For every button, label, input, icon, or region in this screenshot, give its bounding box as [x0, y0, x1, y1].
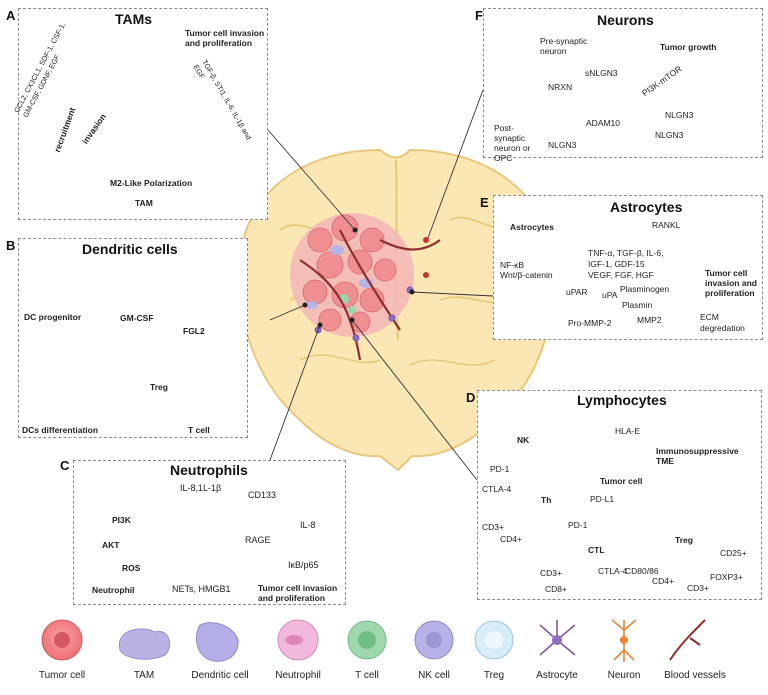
panel-c-title: Neutrophils — [170, 462, 248, 478]
panel-e-tumor-label: Tumor cell invasion and proliferation — [705, 268, 757, 298]
panel-f-title: Neurons — [597, 12, 654, 28]
panel-d-cd3b: CD3+ — [540, 568, 562, 578]
panel-d-pdl1: PD-L1 — [590, 494, 615, 504]
panel-d-foxp3: FOXP3+ — [710, 572, 743, 582]
panel-f-adam10: ADAM10 — [586, 118, 621, 128]
legend-tumor-cell: Tumor cell — [38, 670, 86, 681]
panel-e-astrocytes: Astrocytes — [510, 222, 554, 232]
panel-d-nk: NK — [517, 435, 530, 445]
panel-f — [483, 8, 763, 158]
panel-d-pd1a: PD-1 — [490, 464, 510, 474]
panel-b-letter: B — [6, 238, 16, 253]
panel-b-dcs-diff: DCs differentiation — [22, 425, 99, 435]
panel-d-cd3a: CD3+ — [482, 522, 504, 532]
panel-c-il8: IL-8 — [300, 520, 316, 530]
panel-a-title: TAMs — [115, 11, 153, 27]
panel-d-cd8086: CD80/86 — [625, 566, 659, 576]
panel-d — [477, 390, 762, 600]
panel-e-factors3: VEGF, FGF, HGF — [588, 270, 654, 280]
panel-d-immuno: Immunosuppressive TME — [656, 446, 739, 466]
panel-d-cd8: CD8+ — [545, 584, 567, 594]
legend-astrocyte: Astrocyte — [536, 670, 578, 681]
panel-c-il8-il1b: IL-8,1L-1β — [180, 483, 222, 493]
panel-a-letter: A — [6, 8, 16, 23]
panel-e-plasminogen: Plasminogen — [620, 284, 670, 294]
panel-d-ctla4a: CTLA-4 — [482, 484, 512, 494]
panel-e-factors2: IGF-1, GDF-15 — [588, 259, 645, 269]
legend-treg: Treg — [483, 670, 505, 681]
panel-c-nets: NETs, HMGB1 — [172, 584, 231, 594]
panel-d-hlae: HLA-E — [615, 426, 641, 436]
legend-tam: TAM — [133, 670, 155, 681]
panel-f-nrxn: NRXN — [548, 82, 573, 92]
panel-e-ecm1: ECM — [700, 312, 719, 322]
panel-f-postsyn: Post-synaptic neuron or OPC — [494, 123, 531, 163]
panel-c — [73, 460, 346, 605]
panel-c-ros: ROS — [122, 563, 141, 573]
panel-f-nlgn3-in: NLGN3 — [665, 110, 694, 120]
panel-b-dc-progenitor: DC progenitor — [24, 312, 82, 322]
panel-e-promp2: Pro-MMP-2 — [568, 318, 612, 328]
panel-e-ecm2: degredation — [700, 323, 745, 333]
panel-d-cd3c: CD3+ — [687, 583, 709, 593]
panel-b-fgl2: FGL2 — [183, 326, 205, 336]
panel-e-title: Astrocytes — [610, 199, 683, 215]
panel-d-cd4b: CD4+ — [652, 576, 674, 586]
panel-b-title: Dendritic cells — [82, 241, 178, 257]
panel-d-cd4a: CD4+ — [500, 534, 522, 544]
legend-t-cell: T cell — [355, 670, 379, 681]
panel-c-cd133: CD133 — [248, 490, 277, 500]
panel-f-snlgn3: sNLGN3 — [585, 68, 618, 78]
panel-e-plasmin: Plasmin — [622, 300, 653, 310]
panel-d-cd25: CD25+ — [720, 548, 747, 558]
panel-d-ctla4b: CTLA-4 — [598, 566, 628, 576]
panel-c-neutrophil: Neutrophil — [92, 585, 135, 595]
legend-icons — [41, 619, 706, 662]
panel-e-letter: E — [480, 195, 489, 210]
panel-e-upar: uPAR — [566, 287, 588, 297]
legend-neutrophil: Neutrophil — [275, 670, 321, 681]
panel-f-growth: Tumor growth — [660, 42, 717, 52]
panel-e-mmp2: MMP2 — [637, 315, 662, 325]
panel-c-rage: RAGE — [245, 535, 271, 545]
panel-e-upa: uPA — [602, 290, 618, 300]
panel-d-letter: D — [466, 390, 476, 405]
panel-f-nlgn3a: NLGN3 — [548, 140, 577, 150]
panel-b — [18, 238, 248, 438]
legend-blood-vessels: Blood vessels — [664, 670, 726, 681]
panel-c-letter: C — [60, 458, 70, 473]
panel-e-wnt: Wnt/β-catenin — [500, 270, 553, 280]
panel-f-letter: F — [475, 8, 483, 23]
brain-illustration — [238, 148, 555, 472]
panel-a-tam: TAM — [135, 198, 153, 208]
panel-a-polarization: M2-Like Polarization — [110, 178, 193, 188]
panel-d-tumor: Tumor cell — [600, 476, 643, 486]
panel-c-akt: AKT — [102, 540, 120, 550]
panel-d-title: Lymphocytes — [577, 392, 667, 408]
panel-f-presyn: Pre-synaptic neuron — [540, 36, 588, 56]
panel-c-tumor-label: Tumor cell invasion and proliferation — [258, 583, 338, 603]
legend-dendritic-cell: Dendritic cell — [191, 670, 249, 681]
panel-a — [18, 8, 268, 220]
legend-nk-cell: NK cell — [418, 670, 450, 681]
panel-c-ikb: IκB/p65 — [288, 560, 319, 570]
legend-neuron: Neuron — [607, 670, 641, 681]
panel-d-th: Th — [541, 495, 552, 505]
panel-b-gmcsf: GM-CSF — [120, 313, 154, 323]
panel-e-nfkb: NF-κB — [500, 260, 525, 270]
panel-d-treg: Treg — [675, 535, 693, 545]
panel-d-pd1b: PD-1 — [568, 520, 588, 530]
panel-b-tcell: T cell — [188, 425, 210, 435]
panel-b-treg: Treg — [150, 382, 168, 392]
panel-c-pi3k: PI3K — [112, 515, 131, 525]
panel-a-tumor-label: Tumor cell invasion and proliferation — [185, 28, 265, 48]
panel-e — [493, 195, 763, 340]
panel-e-factors1: TNF-α, TGF-β, IL-6, — [588, 248, 664, 258]
panel-f-nlgn3b: NLGN3 — [655, 130, 684, 140]
panel-d-ctl: CTL — [588, 545, 605, 555]
panel-e-rankl: RANKL — [652, 220, 681, 230]
